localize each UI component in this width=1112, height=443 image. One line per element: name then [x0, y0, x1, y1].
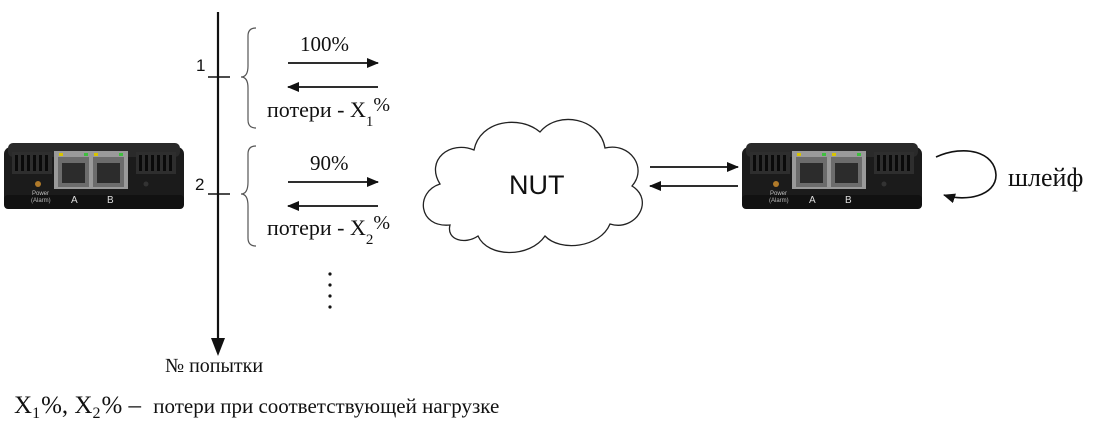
legend-var-2: X [74, 392, 93, 419]
legend-var-1: X [14, 392, 33, 419]
network-cloud [422, 118, 643, 254]
attempt-axis-arrowhead [211, 338, 225, 356]
loopback-arrow [935, 150, 997, 204]
alarm-label: (Alarm) [31, 198, 51, 204]
alarm-label: (Alarm) [769, 198, 789, 204]
loopback-device: Power (Alarm) A B [742, 143, 922, 209]
continuation-dots [328, 272, 332, 309]
tick-label-2: 2 [195, 175, 204, 194]
power-label: Power [32, 191, 49, 197]
legend-pct-1: %, [41, 392, 69, 419]
loop-label: шлейф [1008, 163, 1083, 192]
legend-sub-1: 1 [32, 405, 41, 422]
axis-label: № попытки [165, 355, 263, 377]
loss-label-1: потери - X1% [267, 94, 390, 130]
legend-sub-2: 2 [92, 405, 101, 422]
load-label-1: 100% [300, 32, 349, 56]
tick-label-1: 1 [196, 56, 205, 75]
loss-label-2: потери - X2% [267, 212, 390, 248]
legend-description: потери при соответствующей нагрузке [153, 394, 500, 418]
legend-dash: – [128, 392, 142, 419]
legend-pct-2: % [101, 392, 123, 419]
brace-attempt-2 [240, 145, 257, 247]
legend-footnote: X1%, X2% – потери при соответствующей на… [14, 393, 499, 422]
load-label-2: 90% [310, 151, 349, 175]
port-a-label: A [71, 195, 78, 206]
power-label: Power [770, 191, 787, 197]
port-a-label: A [809, 195, 816, 206]
port-b-label: B [107, 195, 114, 206]
source-device: Power (Alarm) A B [4, 143, 184, 209]
brace-attempt-1 [240, 27, 257, 129]
cloud-label: NUT [509, 170, 565, 200]
port-b-label: B [845, 195, 852, 206]
